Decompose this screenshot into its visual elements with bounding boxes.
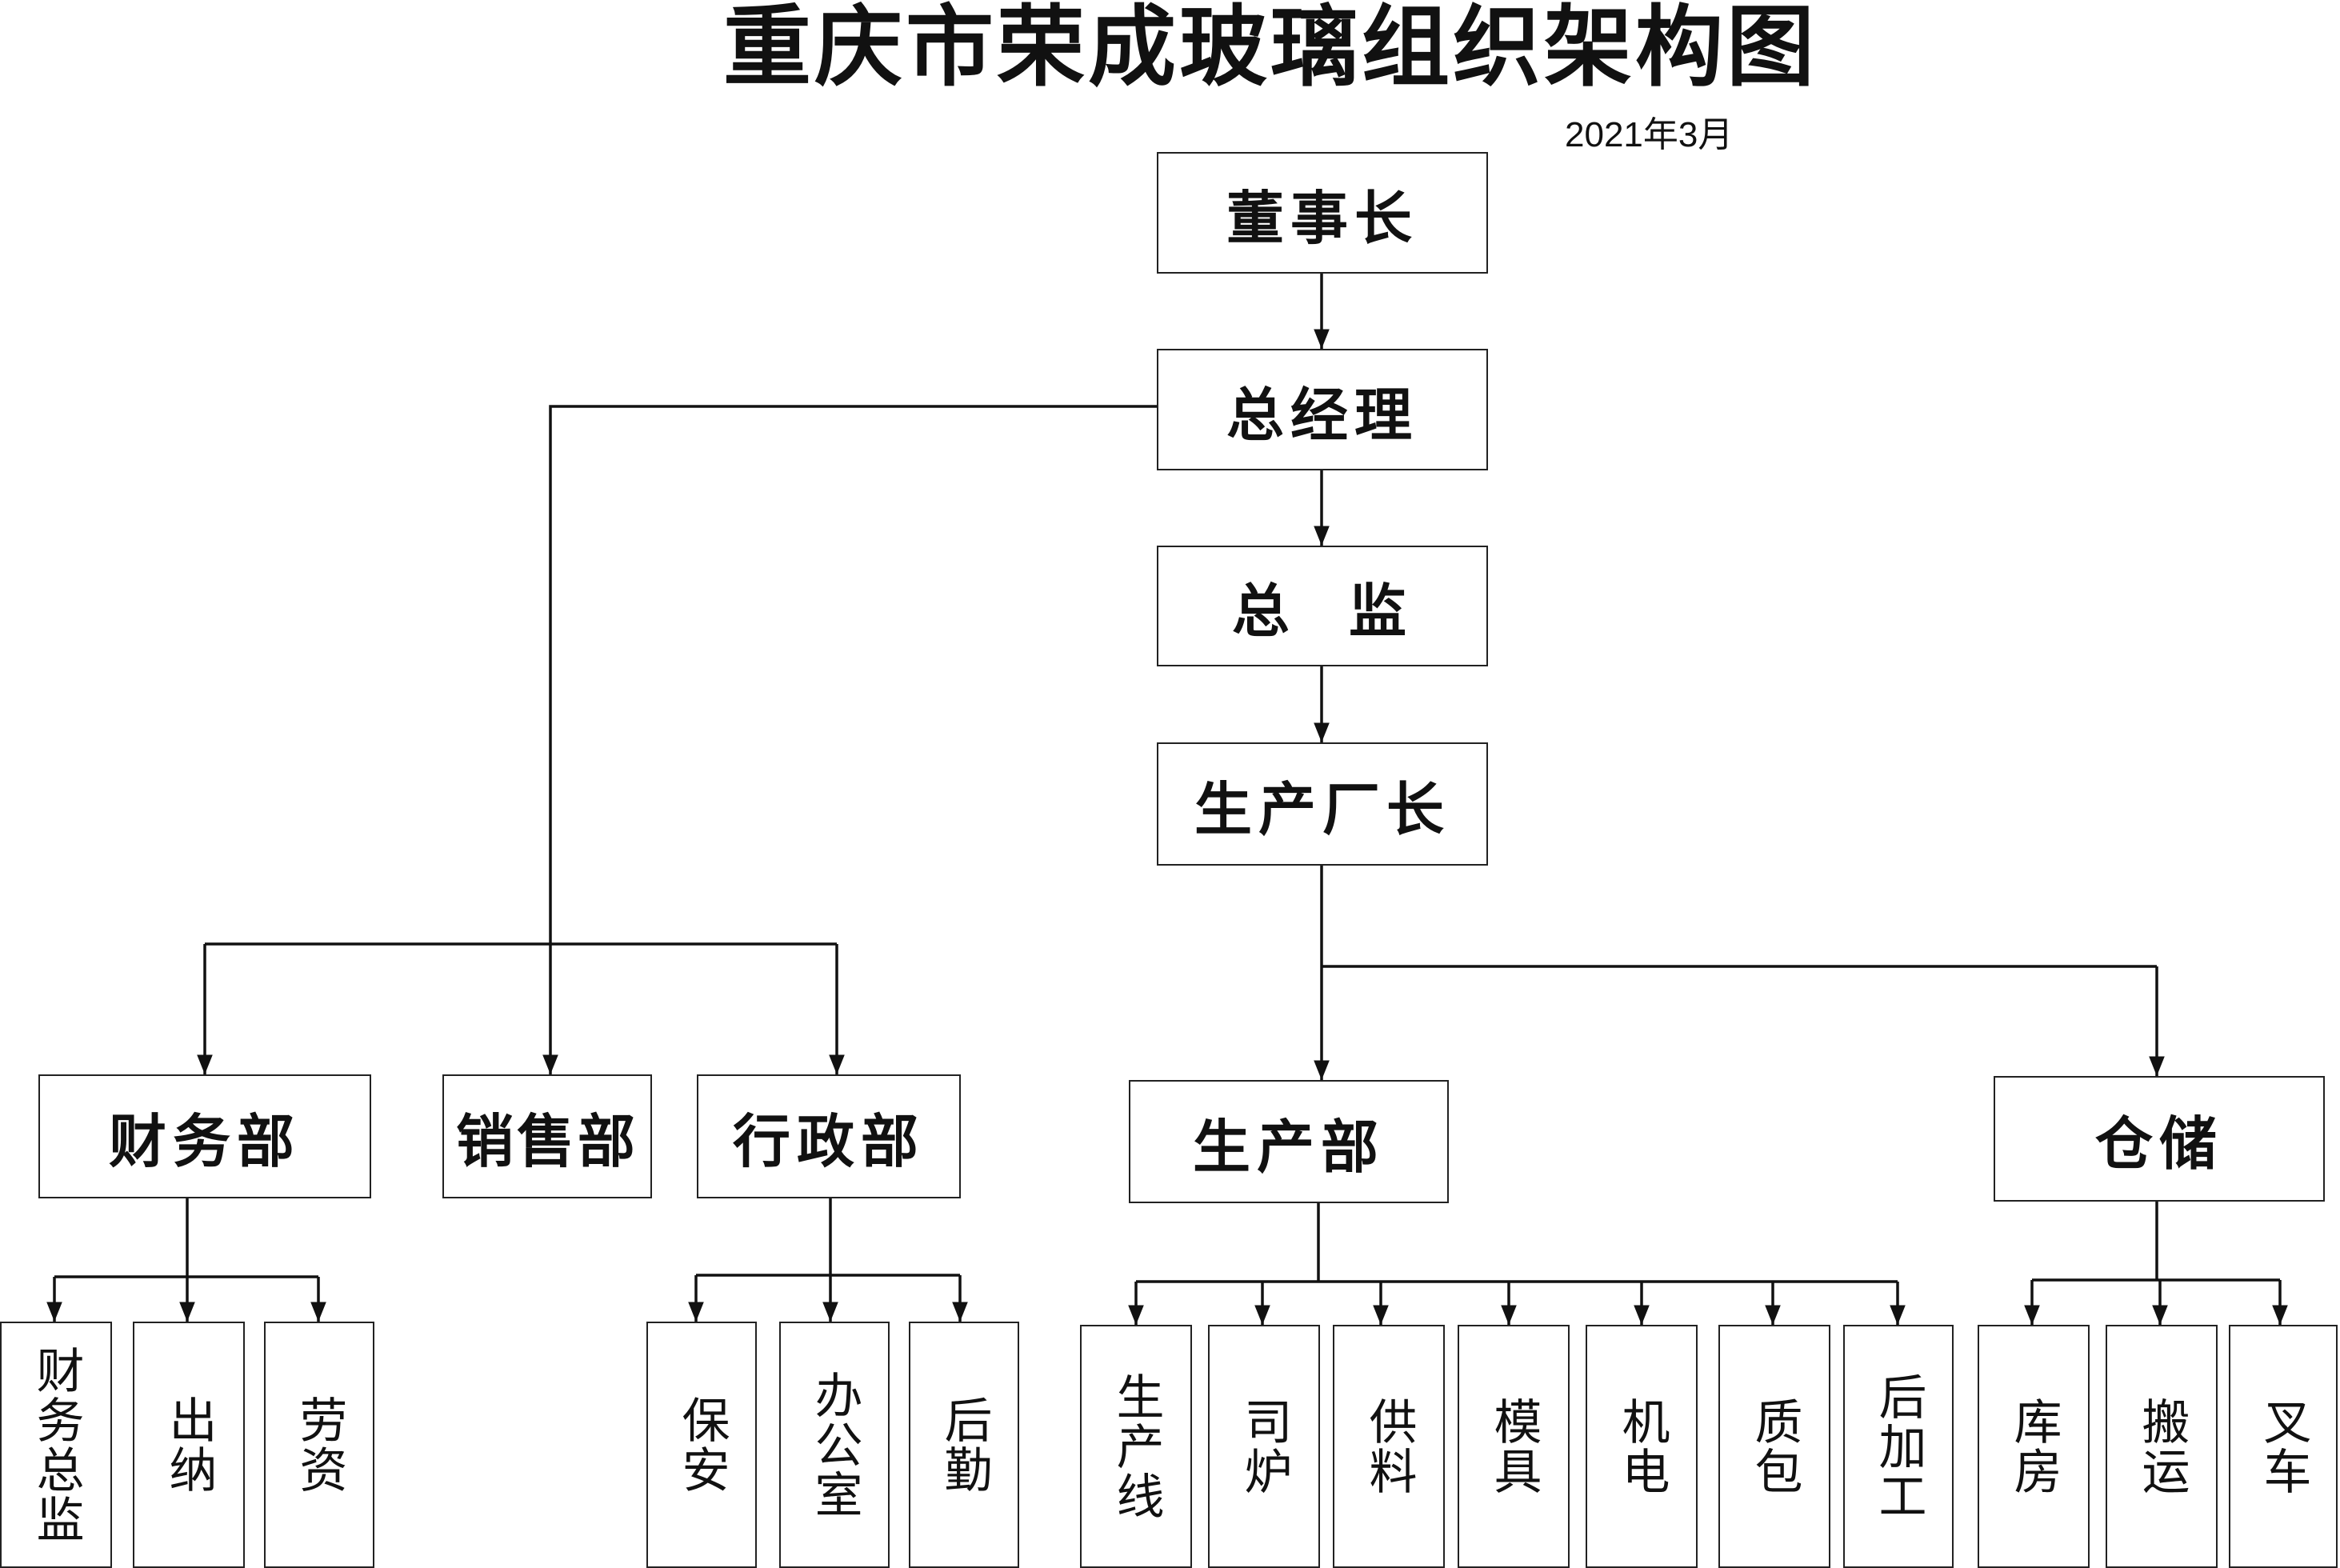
node-chairman: 董事长 [1157,152,1488,274]
node-plant-manager: 生产厂长 [1157,742,1488,866]
node-finance-director: 财务总监 [0,1322,112,1568]
node-logistics: 后勤 [909,1322,1019,1568]
node-admin-dept: 行政部 [697,1074,961,1198]
node-cashier: 出纳 [133,1322,245,1568]
node-handling: 搬运 [2106,1325,2218,1568]
node-labor-pay: 劳资 [264,1322,374,1568]
node-storeroom: 库房 [1978,1325,2090,1568]
node-office: 办公室 [779,1322,890,1568]
node-director: 总 监 [1157,546,1488,666]
node-forklift: 叉车 [2229,1325,2338,1568]
node-electromechanical: 机电 [1586,1325,1698,1568]
node-finance-dept: 财务部 [38,1074,371,1198]
node-general-manager: 总经理 [1157,349,1488,470]
connector-gm-left-branch [549,405,1157,944]
node-quality-packing: 质包 [1718,1325,1830,1568]
node-sales-dept: 销售部 [442,1074,652,1198]
node-security: 保安 [646,1322,757,1568]
node-production-line: 生产线 [1080,1325,1192,1568]
node-warehouse: 仓储 [1994,1076,2325,1202]
node-stoker: 司炉 [1208,1325,1320,1568]
node-post-processing: 后加工 [1843,1325,1954,1568]
node-mold: 模具 [1458,1325,1570,1568]
node-material-supply: 供料 [1333,1325,1445,1568]
node-production-dept: 生产部 [1129,1080,1449,1203]
page-title: 重庆市荣成玻璃组织架构图 [723,0,1818,98]
date-label: 2021年3月 [1565,115,1734,154]
